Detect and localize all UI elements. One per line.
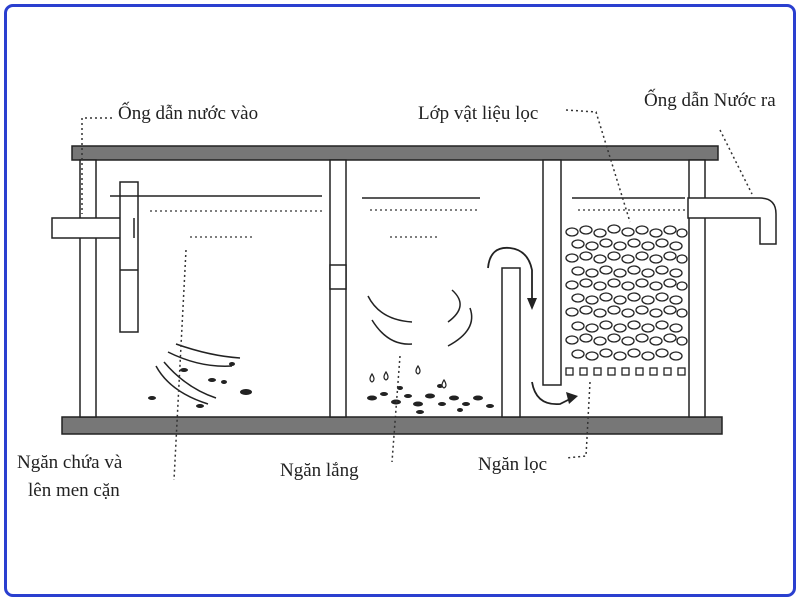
inlet-pipe — [51, 181, 139, 333]
filter-divider-wall — [542, 159, 562, 386]
tank-bottom-slab — [61, 416, 723, 435]
partition-opening — [329, 264, 347, 290]
storage-sludge — [148, 362, 252, 408]
label-inlet-pipe: Ống dẫn nước vào — [118, 103, 259, 124]
flow-arrows — [487, 246, 573, 405]
settling-droplets — [369, 364, 447, 389]
filter-media — [565, 224, 688, 361]
filter-support-plate — [565, 367, 686, 376]
storage-swirls — [155, 343, 241, 405]
filter-inlet-baffle — [501, 267, 521, 418]
water-level-dots — [150, 209, 685, 238]
leader-lines — [81, 109, 753, 481]
right-wall — [688, 159, 706, 418]
label-outlet-pipe: Ống dẫn Nước ra — [644, 90, 776, 111]
label-settling-chamber: Ngăn lắng — [280, 460, 359, 481]
label-storage-chamber-line1: Ngăn chứa và — [17, 452, 123, 473]
label-storage-chamber-line2: lên men cặn — [28, 480, 120, 501]
tank-top-slab — [71, 145, 719, 161]
outlet-pipe — [687, 197, 777, 245]
flow-arrowheads — [527, 298, 578, 404]
label-filter-layer: Lớp vật liệu lọc — [418, 103, 539, 124]
label-filter-chamber: Ngăn lọc — [478, 454, 548, 475]
water-levels — [110, 195, 685, 199]
settling-sludge — [367, 384, 494, 414]
settling-swirls — [367, 289, 473, 347]
